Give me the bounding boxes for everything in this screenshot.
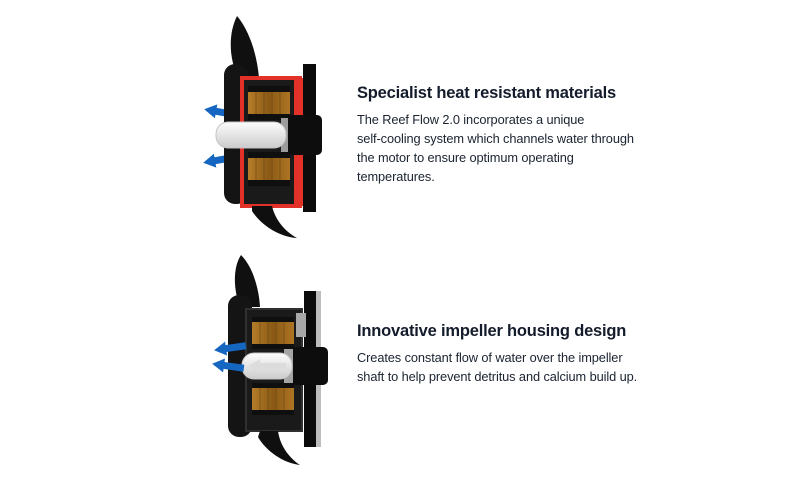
pump-impeller-illustration — [212, 255, 328, 465]
impeller-shaft — [241, 347, 328, 385]
heat-materials-body: The Reef Flow 2.0 incorporates a unique … — [357, 112, 634, 184]
bearing-clip — [296, 313, 306, 337]
impeller-blade-icon — [234, 255, 260, 307]
section-heat-materials: Specialist heat resistant materials The … — [357, 84, 689, 187]
heat-materials-heading: Specialist heat resistant materials — [357, 84, 616, 102]
impeller-shaft — [215, 115, 322, 155]
lower-blade-icon — [258, 431, 300, 465]
lower-blade-icon — [252, 206, 297, 238]
pump-cross-section-heat-figure — [202, 8, 337, 243]
motor-coils — [248, 86, 290, 186]
water-flow-arrows — [212, 341, 247, 373]
impeller-housing-heading: Innovative impeller housing design — [357, 322, 627, 340]
impeller-housing-body: Creates constant flow of water over the … — [357, 350, 638, 384]
pump-heat-illustration — [203, 16, 322, 238]
motor-coils — [252, 317, 294, 415]
section-impeller-housing: Innovative impeller housing design Creat… — [357, 322, 689, 387]
inner-flow-arrow-icon — [248, 359, 286, 373]
pump-cross-section-impeller-figure — [208, 253, 343, 473]
impeller-blade-icon — [230, 16, 259, 78]
